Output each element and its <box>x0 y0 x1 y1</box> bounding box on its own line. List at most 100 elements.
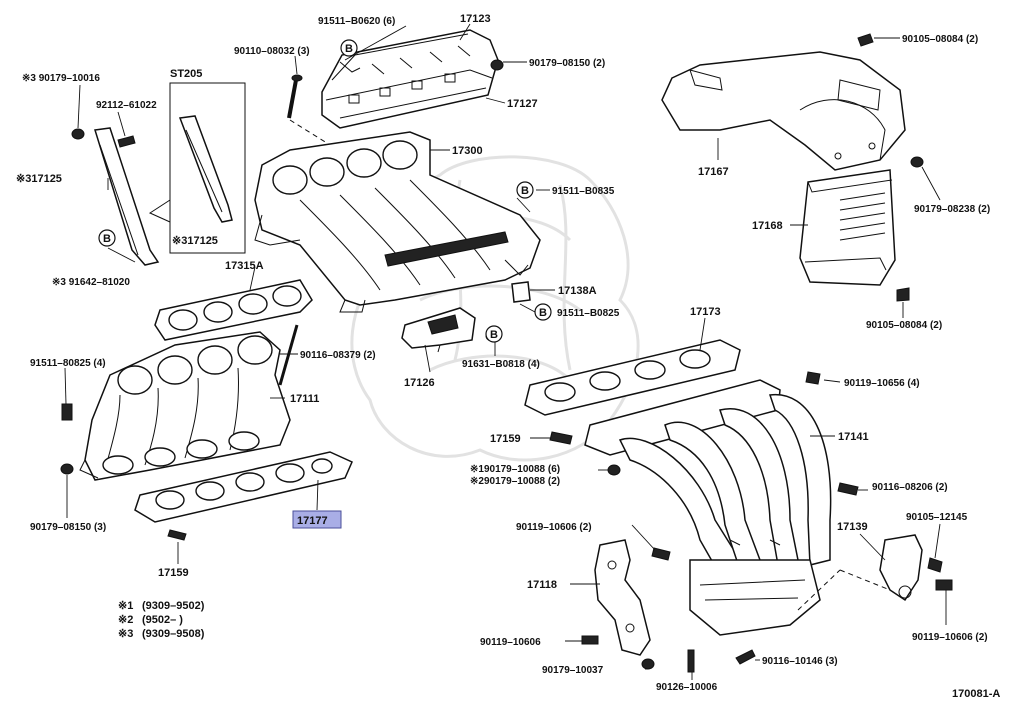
bolt-91511-80825 <box>61 403 73 421</box>
label-90119-10606-right: 90119–10606 (2) <box>912 632 988 643</box>
heat-insulator-17167 <box>661 51 906 171</box>
legend-text-1: (9309–9502) <box>142 600 205 612</box>
label-91511-80825: 91511–80825 (4) <box>30 358 106 369</box>
svg-text:B: B <box>345 43 353 55</box>
svg-text:B: B <box>103 233 111 245</box>
label-90179-08150-left: 90179–08150 (3) <box>30 522 106 533</box>
intake-manifold-17111 <box>79 331 291 481</box>
label-91511-b0620: 91511–B0620 (6) <box>318 16 395 27</box>
nut-90179-10016 <box>71 128 85 140</box>
label-90119-10606-top: 90119–10606 (2) <box>516 522 592 533</box>
insulator-17138a <box>511 281 531 303</box>
nut-90179-08150-left <box>60 463 74 475</box>
nut-90179-10088 <box>607 464 621 476</box>
gasket-17173 <box>524 339 741 416</box>
label-91631-b0818: 91631–B0818 (4) <box>462 359 540 370</box>
label-90105-12145: 90105–12145 <box>906 512 968 523</box>
heat-insulator-17168 <box>799 169 896 286</box>
label-91511-b0835: 91511–B0835 <box>552 186 615 197</box>
bolt-90119-10606-right <box>935 579 953 591</box>
intake-cover-17123 <box>321 29 499 129</box>
legend: ※1 (9309–9502) ※2 (9502– ) ※3 (9309–9508… <box>118 600 205 640</box>
label-90119-10606-left: 90119–10606 <box>480 637 541 648</box>
stay-17139 <box>879 534 923 602</box>
label-90126-10006: 90126–10006 <box>656 682 718 693</box>
diagram-ref-code: 170081-A <box>952 688 1000 700</box>
circle-b-marker-bracket: B <box>485 325 503 343</box>
label-17111: 17111 <box>290 393 319 405</box>
label-90179-08238: 90179–08238 (2) <box>914 204 990 215</box>
label-st205: ST205 <box>170 68 202 80</box>
label-90110-08032: 90110–08032 (3) <box>234 46 310 57</box>
label-90179-10088-2: ※290179–10088 (2) <box>470 476 560 487</box>
bracket-17126 <box>401 307 476 353</box>
bolt-90119-10656 <box>805 371 821 385</box>
stud-17159-bottom <box>167 529 187 541</box>
label-90179-10088-1: ※190179–10088 (6) <box>470 464 560 475</box>
stud-90116-10146 <box>735 649 756 665</box>
bolt-90105-08084-top <box>857 33 874 47</box>
label-90105-08084-right: 90105–08084 (2) <box>866 320 942 331</box>
bolt-90119-10606-left <box>581 635 599 645</box>
svg-text:B: B <box>539 307 547 319</box>
label-90179-10037: 90179–10037 <box>542 665 604 676</box>
exhaust-manifold-17141 <box>584 379 832 636</box>
nut-90179-10037 <box>641 658 655 670</box>
bracket-17118 <box>594 539 651 656</box>
legend-mark-2: ※2 <box>118 614 133 626</box>
bolt-92112-61022 <box>117 135 136 148</box>
bolt-90105-08084-right <box>896 287 910 302</box>
gasket-17177 <box>134 451 353 523</box>
svg-text:B: B <box>521 185 529 197</box>
label-17126: 17126 <box>404 377 435 389</box>
brace-17125-inner <box>178 115 233 223</box>
label-90116-08379: 90116–08379 (2) <box>300 350 376 361</box>
legend-text-2: (9502– ) <box>142 614 183 626</box>
highlighted-part-17177[interactable]: 17177 <box>292 510 342 529</box>
label-17127: 17127 <box>507 98 538 110</box>
label-90105-08084-top: 90105–08084 (2) <box>902 34 978 45</box>
label-17315a: 17315A <box>225 260 264 272</box>
label-17123: 17123 <box>460 13 491 25</box>
box-st205 <box>148 82 246 254</box>
label-17141: 17141 <box>838 431 869 443</box>
label-17300: 17300 <box>452 145 483 157</box>
brace-17125-left <box>94 127 160 266</box>
leader-lines <box>64 23 947 680</box>
stud-17159-mid <box>549 431 573 445</box>
label-90179-10016: ※3 90179–10016 <box>22 73 100 84</box>
stud-90116-08379 <box>278 324 299 386</box>
circle-b-marker-manifold: B <box>516 181 534 199</box>
legend-mark-1: ※1 <box>118 600 133 612</box>
nut-90179-08150-top <box>490 59 504 71</box>
label-17125-inner: ※317125 <box>172 235 218 247</box>
label-17177[interactable]: 17177 <box>297 515 328 527</box>
label-17167: 17167 <box>698 166 729 178</box>
legend-text-3: (9309–9508) <box>142 628 205 640</box>
stud-90116-08206 <box>837 482 859 496</box>
circle-b-marker-left: B <box>98 229 116 247</box>
intake-manifold-17300 <box>254 131 541 313</box>
bolt-90105-12145 <box>927 557 943 573</box>
label-17118: 17118 <box>527 579 557 591</box>
circle-b-marker-right: B <box>534 303 552 321</box>
label-17159-mid: 17159 <box>490 433 521 445</box>
svg-text:B: B <box>490 329 498 341</box>
bolt-90110-08032 <box>287 74 303 119</box>
bolt-90119-10606-top <box>651 547 671 561</box>
label-17138a: 17138A <box>558 285 597 297</box>
bolt-90179-08238 <box>910 156 924 168</box>
label-90119-10656: 90119–10656 (4) <box>844 378 920 389</box>
legend-mark-3: ※3 <box>118 628 133 640</box>
label-17125-left: ※317125 <box>16 173 62 185</box>
label-17168: 17168 <box>752 220 783 232</box>
label-91511-b0825: 91511–B0825 <box>557 308 620 319</box>
label-17159-bottom: 17159 <box>158 567 189 579</box>
label-90116-08206: 90116–08206 (2) <box>872 482 948 493</box>
label-17173: 17173 <box>690 306 721 318</box>
label-92112-61022: 92112–61022 <box>96 100 157 111</box>
label-91642-81020: ※3 91642–81020 <box>52 277 130 288</box>
label-17139: 17139 <box>837 521 868 533</box>
